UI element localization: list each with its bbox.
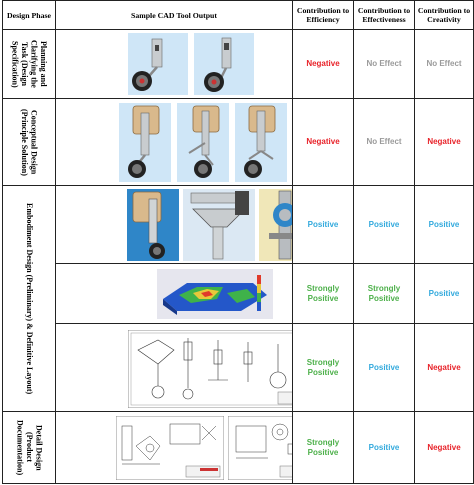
creativity-value: Negative bbox=[414, 411, 474, 484]
effectiveness-value: No Effect bbox=[353, 29, 415, 99]
table-row: Strongly Positive Strongly Positive Posi… bbox=[3, 263, 474, 324]
header-effectiveness: Contribution to Effectiveness bbox=[353, 0, 415, 30]
table-row: Detail Design (Product Documentation) St… bbox=[2, 411, 474, 484]
phase-planning: Planning and Clarifying the Task (Design… bbox=[2, 29, 56, 99]
efficiency-value: Negative bbox=[292, 29, 354, 99]
landing-gear-render-image bbox=[194, 33, 254, 95]
phase-label: Detail Design (Product Documentation) bbox=[15, 419, 44, 476]
phase-conceptual: Conceptual Design (Principle Solution) bbox=[2, 98, 56, 186]
header-row: Design Phase Sample CAD Tool Output Cont… bbox=[2, 0, 474, 30]
effectiveness-value: Positive bbox=[353, 185, 415, 264]
efficiency-value: Positive bbox=[292, 185, 354, 264]
table-row: Planning and Clarifying the Task (Design… bbox=[2, 29, 474, 99]
landing-gear-concept-image bbox=[119, 103, 171, 182]
cad-image-cell bbox=[55, 323, 293, 412]
phase-embodiment: Embodiment Design (Preliminary) & Defini… bbox=[2, 185, 56, 412]
cad-image-cell bbox=[55, 185, 293, 264]
table-row: Conceptual Design (Principle Solution) N… bbox=[2, 98, 474, 186]
creativity-value: Positive bbox=[414, 185, 474, 264]
detail-drawing-image bbox=[228, 416, 292, 480]
cad-image-cell bbox=[55, 411, 293, 484]
phase-label: Conceptual Design (Principle Solution) bbox=[20, 108, 39, 176]
effectiveness-value: Strongly Positive bbox=[353, 263, 415, 324]
creativity-value: No Effect bbox=[414, 29, 474, 99]
table-row: Strongly Positive Positive Negative bbox=[3, 323, 474, 412]
efficiency-value: Strongly Positive bbox=[292, 263, 354, 324]
effectiveness-value: Positive bbox=[353, 411, 415, 484]
effectiveness-value: Positive bbox=[353, 323, 415, 412]
landing-gear-embodiment-image bbox=[127, 189, 179, 261]
detail-drawing-image bbox=[116, 416, 224, 480]
efficiency-value: Strongly Positive bbox=[292, 323, 354, 412]
landing-gear-render-image bbox=[128, 33, 188, 95]
cad-image-cell bbox=[55, 263, 293, 324]
creativity-value: Negative bbox=[414, 323, 474, 412]
phase-label: Embodiment Design (Preliminary) & Defini… bbox=[24, 202, 34, 395]
cad-image-cell bbox=[55, 29, 293, 99]
phase-label: Planning and Clarifying the Task (Design… bbox=[10, 40, 49, 88]
landing-gear-concept-image bbox=[177, 103, 229, 182]
header-design-phase: Design Phase bbox=[2, 0, 56, 30]
linkage-detail-image bbox=[183, 189, 255, 261]
efficiency-value: Negative bbox=[292, 98, 354, 186]
strut-detail-image bbox=[259, 189, 292, 261]
header-cad-output: Sample CAD Tool Output bbox=[55, 0, 293, 30]
header-efficiency: Contribution to Efficiency bbox=[292, 0, 354, 30]
cad-image-cell bbox=[55, 98, 293, 186]
landing-gear-concept-image bbox=[235, 103, 287, 182]
efficiency-value: Strongly Positive bbox=[292, 411, 354, 484]
creativity-value: Negative bbox=[414, 98, 474, 186]
header-creativity: Contribution to Creativity bbox=[414, 0, 474, 30]
effectiveness-value: No Effect bbox=[353, 98, 415, 186]
phase-detail: Detail Design (Product Documentation) bbox=[2, 411, 56, 484]
fea-stress-image bbox=[157, 269, 273, 319]
table-row: Embodiment Design (Preliminary) & Defini… bbox=[2, 185, 474, 412]
layout-drawing-image bbox=[128, 330, 292, 408]
creativity-value: Positive bbox=[414, 263, 474, 324]
